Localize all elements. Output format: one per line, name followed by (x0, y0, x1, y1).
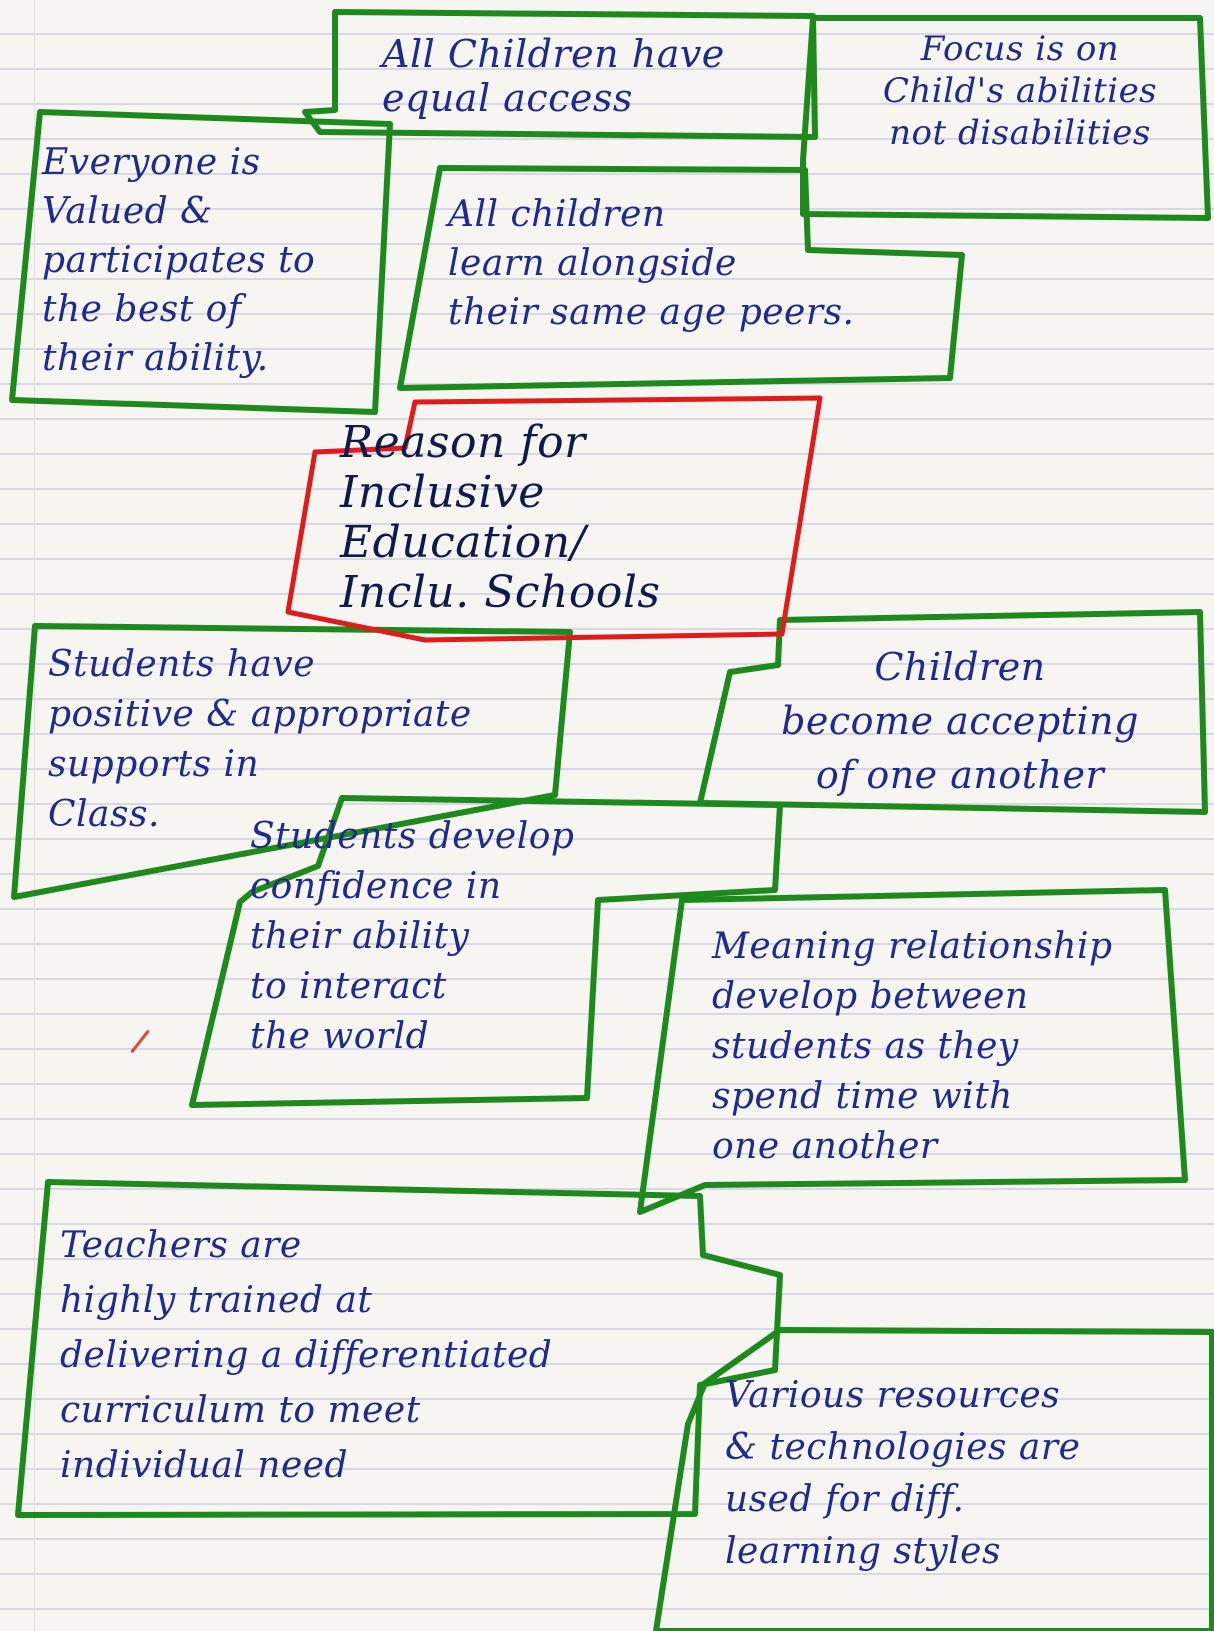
box-equal-access: All Children have equal access (382, 32, 725, 120)
notebook-margin-line (34, 0, 35, 1631)
box-everyone-valued: Everyone is Valued & participates to the… (42, 142, 316, 379)
box-border-teachers (15, 1179, 783, 1518)
box-relationships: Meaning relationship develop between stu… (712, 926, 1113, 1167)
box-border-confidence (189, 795, 783, 1108)
box-border-relationships (637, 887, 1188, 1215)
diagram-center-title: Reason for Inclusive Education/ Inclu. S… (340, 417, 661, 618)
box-border-center (285, 395, 823, 643)
box-border-resources (653, 1327, 1214, 1631)
box-same-age-peers: All children learn alongside their same … (448, 194, 855, 333)
box-positive-supports: Students have positive & appropriate sup… (48, 644, 472, 835)
box-focus-abilities: Focus is on Child's abilities not disabi… (882, 29, 1158, 153)
box-border-same-age-peers (397, 165, 965, 391)
box-border-everyone-valued (9, 109, 393, 415)
box-confidence: Students develop confidence in their abi… (250, 816, 575, 1057)
box-resources: Various resources & technologies are use… (725, 1375, 1081, 1572)
box-accepting: Children become accepting of one another (781, 645, 1139, 797)
box-teachers: Teachers are highly trained at deliverin… (60, 1225, 553, 1486)
box-border-focus-abilities (800, 15, 1211, 221)
box-border-positive-supports (11, 623, 573, 900)
